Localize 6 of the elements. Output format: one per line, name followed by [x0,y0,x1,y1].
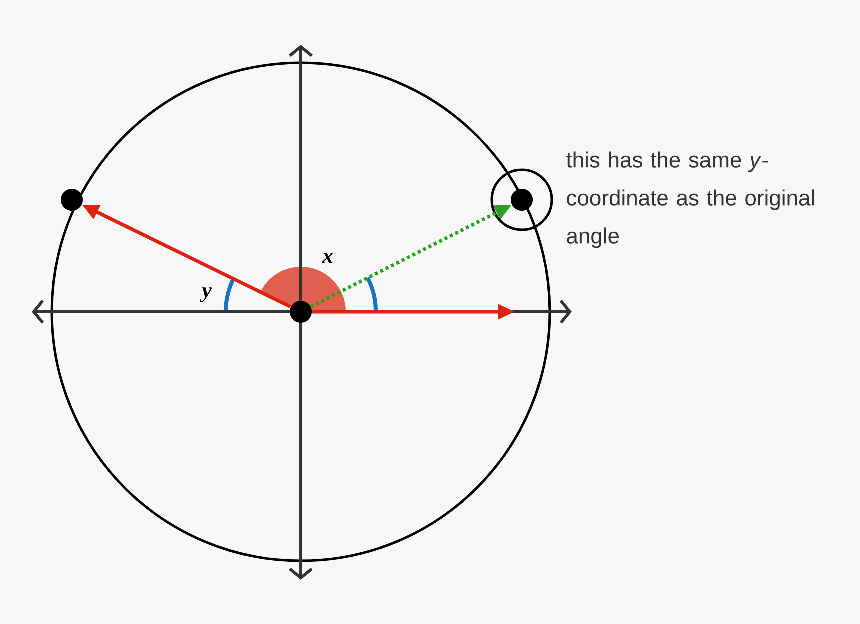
angle-label: y [200,288,212,302]
annotation-text: this has the same y-coordinate as the original angle [566,152,814,248]
highlight-ring [490,168,554,232]
point-dot [511,189,533,211]
point-dot [61,189,83,211]
angle-label: x [322,252,333,264]
